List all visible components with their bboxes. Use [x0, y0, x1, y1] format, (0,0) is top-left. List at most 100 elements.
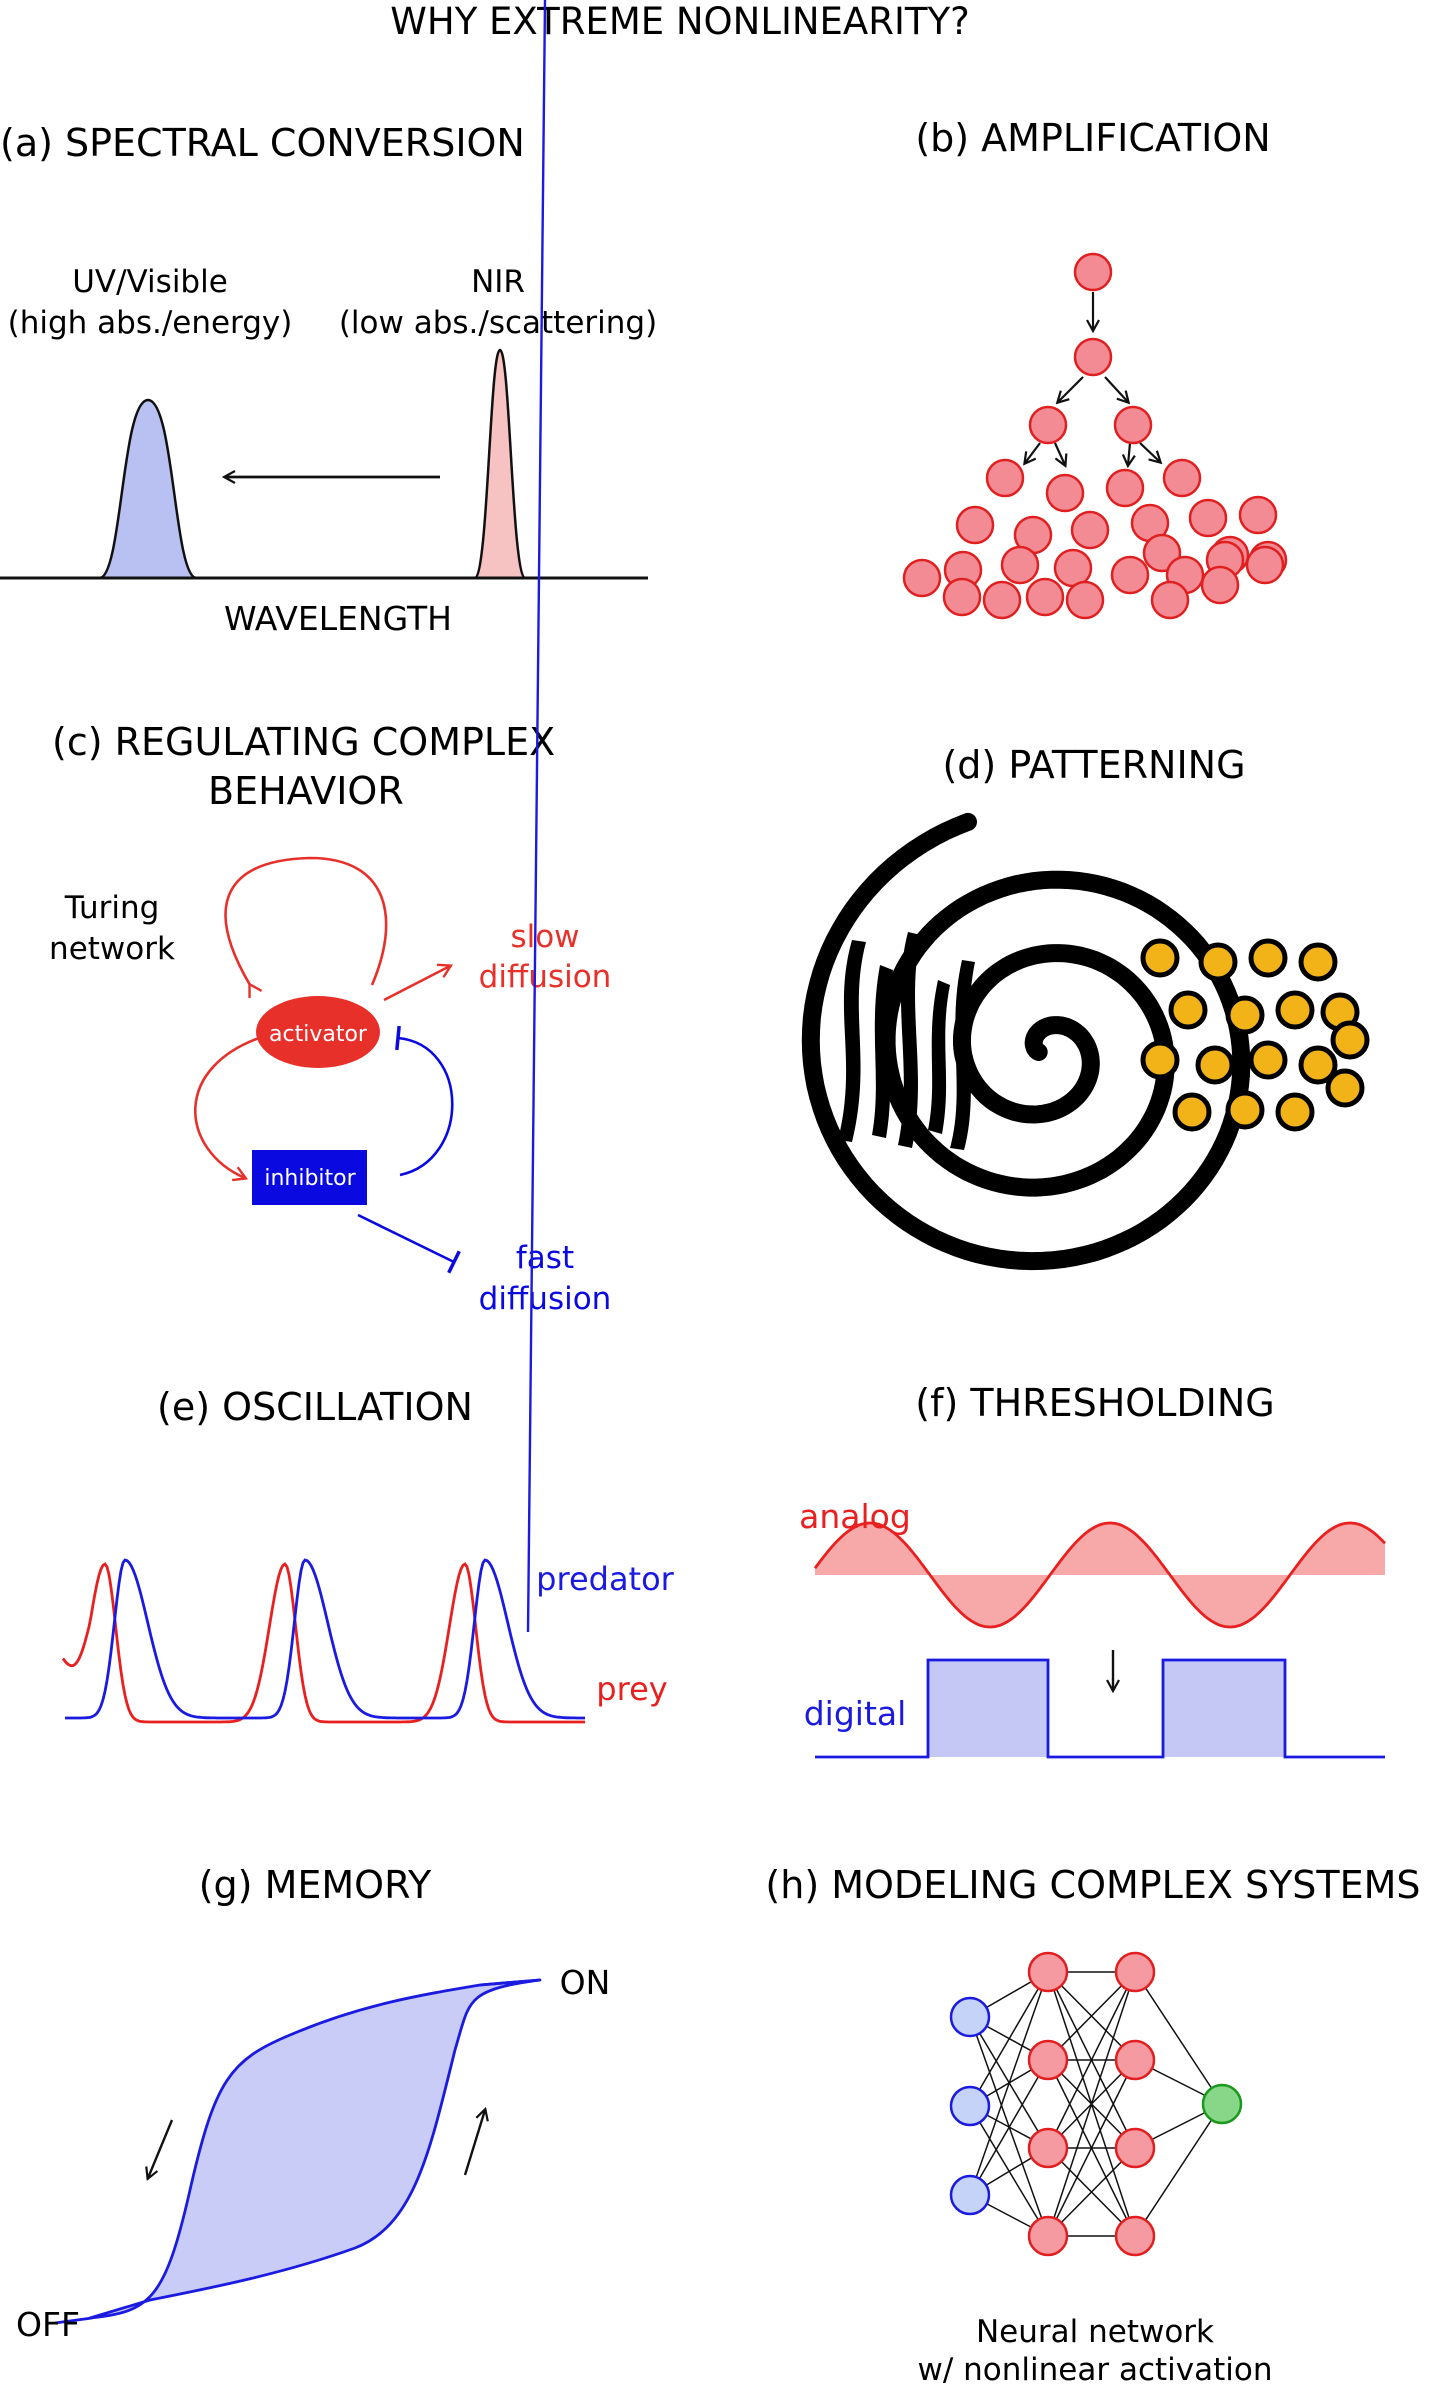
particle [942, 577, 982, 617]
activates-inhibitor-arrow [194, 1033, 269, 1178]
activator-node [256, 996, 380, 1068]
particle [1162, 458, 1202, 498]
panel-e-oscillation: (e) OSCILLATION predator prey [61, 0, 675, 1724]
digital-fill [928, 1660, 1285, 1757]
network-edge [1047, 1971, 1136, 2237]
hidden-node [1027, 2215, 1069, 2257]
uv-label-line2: (high abs./energy) [8, 305, 293, 341]
fast-diffusion-line1: fast [516, 1240, 574, 1276]
particle [1045, 473, 1085, 513]
self-activation-loop [224, 856, 388, 985]
output-node [1201, 2083, 1243, 2125]
network-edge [969, 1971, 1049, 2196]
particle [1245, 545, 1285, 585]
network-edge [1134, 2103, 1223, 2237]
hidden-node [1027, 2127, 1069, 2169]
on-lead-line [479, 1978, 541, 1987]
nir-label-line1: NIR [471, 264, 525, 300]
inhibitor-fast-diffusion-line [357, 1213, 461, 1274]
panel-c-heading-line1: (c) REGULATING COMPLEX [52, 720, 555, 764]
hidden-node [1114, 1951, 1156, 1993]
panel-d-heading: (d) PATTERNING [942, 743, 1245, 787]
wavelength-axis-label: WAVELENGTH [224, 599, 452, 638]
activator-label: activator [269, 1022, 368, 1047]
network-edge [1047, 1971, 1136, 2061]
uv-peak [99, 398, 197, 580]
spot [1168, 990, 1208, 1030]
hidden-node [1114, 2039, 1156, 2081]
inhibitor-label: inhibitor [264, 1166, 356, 1191]
particle [1053, 548, 1093, 588]
panel-f-thresholding: (f) THRESHOLDING analog digital [799, 1381, 1387, 1759]
panel-b-heading: (b) AMPLIFICATION [915, 116, 1270, 160]
network-edges [969, 1971, 1223, 2237]
network-edge [1047, 2147, 1136, 2237]
prey-curve [61, 1562, 585, 1724]
spot [1298, 1045, 1338, 1085]
panel-a-spectral-conversion: (a) SPECTRAL CONVERSION UV/Visible (high… [0, 121, 657, 638]
nn-caption-line1: Neural network [976, 2314, 1214, 2350]
spot [1172, 1092, 1212, 1132]
hidden-node [1027, 2039, 1069, 2081]
spot [1330, 1020, 1370, 1060]
hidden-node [1114, 2127, 1156, 2169]
prey-label: prey [596, 1670, 667, 1708]
network-edge [1047, 1971, 1136, 2149]
analog-curve [813, 1521, 1387, 1629]
network-edge [969, 2059, 1049, 2196]
up-arrow [463, 2110, 485, 2176]
spot [1140, 1040, 1180, 1080]
particle [1073, 337, 1113, 377]
amplification-arrows [1025, 292, 1160, 465]
spot [1140, 938, 1180, 978]
figure-title: WHY EXTREME NONLINEARITY? [390, 0, 969, 43]
panel-b-amplification: (b) AMPLIFICATION [902, 116, 1288, 620]
spot [1275, 990, 1315, 1030]
particle [902, 558, 942, 598]
particle [1025, 577, 1065, 617]
spot [1198, 942, 1238, 982]
off-lead-line [54, 2316, 93, 2325]
analog-label: analog [799, 1497, 911, 1536]
particle [1105, 468, 1145, 508]
hidden-node [1114, 2215, 1156, 2257]
particle [982, 580, 1022, 620]
particle [955, 505, 995, 545]
turing-label-line2: network [49, 931, 175, 967]
inhibitor-node [252, 1150, 367, 1205]
network-nodes [949, 1951, 1243, 2257]
network-edge [1134, 1971, 1223, 2105]
network-edge [969, 1971, 1049, 2107]
particle [1110, 555, 1150, 595]
particle [985, 458, 1025, 498]
slow-diffusion-line2: diffusion [479, 959, 612, 995]
panel-f-heading: (f) THRESHOLDING [915, 1381, 1274, 1425]
nir-label-line2: (low abs./scattering) [339, 305, 657, 341]
spot [1195, 1045, 1235, 1085]
panel-c-heading-line2: BEHAVIOR [208, 769, 404, 813]
activator-slow-diffusion-arrow [383, 966, 450, 1002]
spot [1248, 1040, 1288, 1080]
particle [1188, 498, 1228, 538]
digital-label: digital [804, 1694, 907, 1733]
down-arrow [148, 2119, 174, 2178]
particle [1073, 252, 1113, 292]
particle [1238, 495, 1278, 535]
panel-a-heading: (a) SPECTRAL CONVERSION [0, 121, 525, 165]
input-node [949, 2174, 991, 2216]
uv-label-line1: UV/Visible [72, 264, 228, 300]
particle [1028, 405, 1068, 445]
input-node [949, 2085, 991, 2127]
input-node [949, 1996, 991, 2038]
spot [1225, 995, 1265, 1035]
turing-label-line1: Turing [64, 890, 160, 926]
panel-e-heading: (e) OSCILLATION [157, 1385, 473, 1429]
network-edge [1047, 2059, 1136, 2237]
particle [1070, 510, 1110, 550]
nn-caption-line2: w/ nonlinear activation [918, 2352, 1273, 2388]
particle [1150, 580, 1190, 620]
analog-fill [815, 1523, 1385, 1627]
predator-curve [65, 1558, 585, 1720]
particle [1113, 405, 1153, 445]
